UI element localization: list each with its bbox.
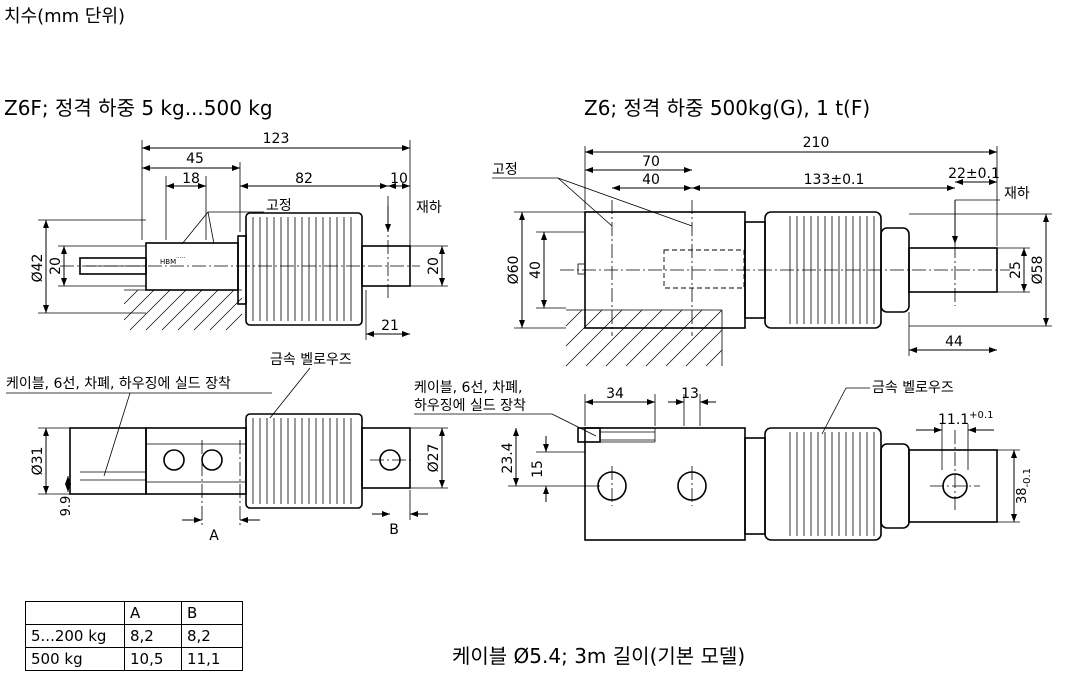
body-block-left [145,242,239,291]
table-cell: 500 kg [25,647,125,671]
right-lower-view: 케이블, 6선, 차폐, 하우징에 실드 장착 금속 벨로우즈 34 13 23… [414,380,1033,541]
table-header-cell: A [124,601,182,625]
dim-left-21: 21 [381,318,399,334]
dim-right-70: 70 [642,154,660,170]
load-end-lower-right [908,449,998,523]
dim-right-22: 22±0.1 [948,166,1000,182]
ground-hatch-left [123,289,243,331]
bellows-label-right: 금속 벨로우즈 [872,380,954,396]
dim-left-10: 10 [390,171,408,187]
dim-left-45: 45 [186,151,204,167]
load-end-left [361,245,411,287]
table-cell: 10,5 [124,647,182,671]
brand-label: HBM [160,258,176,266]
svg-text:·····: ····· [176,255,186,262]
load-label-left: 재하 [416,200,442,216]
mount-hole-left-1 [163,449,185,471]
flange-left [237,235,247,305]
dim-right-133: 133±0.1 [804,172,865,188]
collar-lower-right [880,443,910,529]
dim-right-dia58: Ø58 [1030,256,1046,285]
dim-lower-B: B [389,522,399,538]
cable-label-left: 케이블, 6선, 차폐, 하우징에 실드 장착 [6,376,231,392]
left-top-view: HBM ····· 123 45 18 82 [30,131,448,340]
fixed-label-left: 고정 [266,198,292,214]
mount-hole-left-2 [201,449,223,471]
left-lower-view: 금속 벨로우즈 케이블, 6선, 차폐, 하우징에 실드 장착 Ø31 9.9 … [6,352,448,544]
dim-right-40: 40 [642,172,660,188]
cable-label-right-2: 하우징에 실드 장착 [414,398,526,414]
cable-note: 케이블 Ø5.4; 3m 길이(기본 모델) [452,644,746,668]
table-header-cell: B [181,601,243,625]
dim-lower-A: A [209,528,219,544]
dim-lower-9-9: 9.9 [59,496,74,517]
load-end-lower-left [361,427,411,489]
right-top-view: 210 70 40 133±0.1 22±0.1 재하 고정 Ø60 40 25 [492,135,1052,367]
load-label-right: 재하 [1004,186,1030,202]
cable-stub-right [577,427,601,443]
dim-left-20a: 20 [48,257,64,275]
dim-lower-dia27: Ø27 [426,444,442,473]
body-lower-right [584,427,746,541]
bellows-label-left: 금속 벨로우즈 [270,352,352,368]
dim-left-dia42: Ø42 [30,254,46,283]
dim-right-40v: 40 [528,261,544,279]
table-row: 5...200 kg 8,2 8,2 [25,624,243,648]
dim-right-25: 25 [1008,261,1024,279]
dim-lower-11-1: 11.1+0.1 [938,410,993,428]
dim-lower-dia31: Ø31 [30,447,46,476]
table-row: 500 kg 10,5 11,1 [25,647,243,671]
spec-table: A B 5...200 kg 8,2 8,2 500 kg 10,5 11,1 [25,601,243,671]
bellows-left-lower [245,413,363,509]
cable-label-right-1: 케이블, 6선, 차폐, [414,380,522,396]
dim-lower-34: 34 [606,386,624,402]
ground-hatch-right [565,309,723,367]
table-cell: 11,1 [181,647,243,671]
fixed-label-right: 고정 [492,162,518,178]
table-header-row: A B [25,601,243,625]
table-cell: 5...200 kg [25,624,125,648]
dim-lower-13: 13 [681,386,699,402]
left-view-title: Z6F; 정격 하중 5 kg...500 kg [4,96,273,120]
bellows-right-lower [764,427,882,541]
body-lower-left [145,427,247,495]
right-view-title: Z6; 정격 하중 500kg(G), 1 t(F) [584,96,871,120]
dim-left-82: 82 [295,171,313,187]
dim-right-total: 210 [803,135,830,151]
dim-right-dia60: Ø60 [506,256,522,285]
dim-lower-23-4: 23.4 [500,442,516,473]
dim-left-18: 18 [182,171,200,187]
dim-lower-38: 38-0.1 [1015,468,1033,504]
dim-right-44: 44 [945,334,963,350]
table-cell: 8,2 [181,624,243,648]
dim-lower-15: 15 [530,460,546,478]
units-label: 치수(mm 단위) [4,6,126,27]
dim-left-total: 123 [263,131,290,147]
bellows-left-top [245,212,363,326]
cable-housing-left [69,427,147,495]
dim-left-20b: 20 [426,257,442,275]
table-cell: 8,2 [124,624,182,648]
flange-lower-right [744,437,766,535]
